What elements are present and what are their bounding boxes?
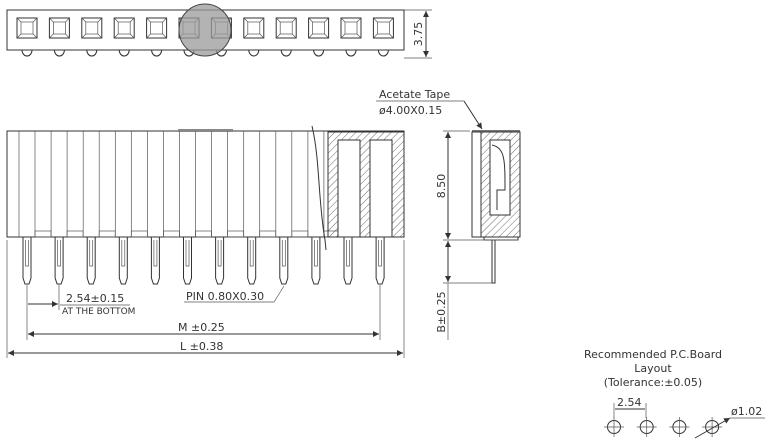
l-dim: L ±0.38 <box>180 340 223 353</box>
cavity <box>146 17 168 39</box>
scallop <box>313 49 325 57</box>
scallop <box>21 49 33 57</box>
scallop <box>248 49 260 57</box>
detail-highlight-circle <box>178 3 232 57</box>
scallop <box>377 49 389 57</box>
pitch-note: AT THE BOTTOM <box>62 307 135 317</box>
pcb-hole <box>636 417 657 437</box>
scallop <box>86 49 98 57</box>
pin <box>183 237 192 285</box>
side-tail-dim: B±0.25 <box>435 291 448 332</box>
break-line <box>311 125 327 251</box>
pcb-pitch: 2.54 <box>617 396 642 409</box>
front-tape <box>178 129 233 132</box>
pin <box>215 237 225 285</box>
tape-size: ø4.00X0.15 <box>379 104 442 117</box>
pcb-subtitle: Layout <box>634 362 672 375</box>
pin <box>86 237 96 285</box>
pcb-tolerance: (Tolerance:±0.05) <box>604 376 702 389</box>
scallop <box>53 49 65 57</box>
scallop <box>280 49 292 57</box>
cavity <box>48 17 70 39</box>
tape-label: Acetate Tape <box>379 88 450 101</box>
cavity <box>340 17 362 39</box>
side-pin <box>491 239 496 284</box>
pin <box>22 237 32 285</box>
pin <box>118 237 128 285</box>
side-height-dim: 8.50 <box>435 174 448 199</box>
pin <box>375 237 385 285</box>
pcb-hole <box>669 417 690 437</box>
pitch-dim: 2.54±0.15 <box>66 292 124 305</box>
pcb-hole <box>604 417 624 437</box>
front-view: 2.54±0.15 AT THE BOTTOM PIN 0.80X0.30 M … <box>6 125 405 358</box>
acetate-tape <box>472 130 520 133</box>
scallop <box>151 49 163 57</box>
pcb-layout: Recommended P.C.Board Layout (Tolerance:… <box>584 348 765 439</box>
cavity <box>243 17 265 39</box>
pin <box>150 237 160 285</box>
pcb-hole <box>702 417 723 437</box>
scallop <box>118 49 130 57</box>
cavity <box>372 17 394 39</box>
pcb-title: Recommended P.C.Board <box>584 348 722 361</box>
m-dim: M ±0.25 <box>178 321 225 334</box>
cavity <box>113 17 135 39</box>
scallop <box>345 49 357 57</box>
cavity <box>275 17 297 39</box>
cavity <box>16 17 38 39</box>
pcb-hole-dia: ø1.02 <box>731 405 762 418</box>
top-view: 3.75 <box>6 3 432 59</box>
pin <box>343 237 353 285</box>
pin <box>279 237 289 285</box>
cavity <box>308 17 330 39</box>
top-height-dim: 3.75 <box>412 22 425 47</box>
cavity <box>81 17 103 39</box>
pin <box>247 237 257 285</box>
pin <box>54 237 64 285</box>
side-view: 8.50 B±0.25 Acetate Tape ø4.00X0.15 <box>376 88 521 340</box>
top-body-outline <box>6 9 405 51</box>
pin <box>311 237 321 285</box>
pin-size-label: PIN 0.80X0.30 <box>186 290 264 303</box>
